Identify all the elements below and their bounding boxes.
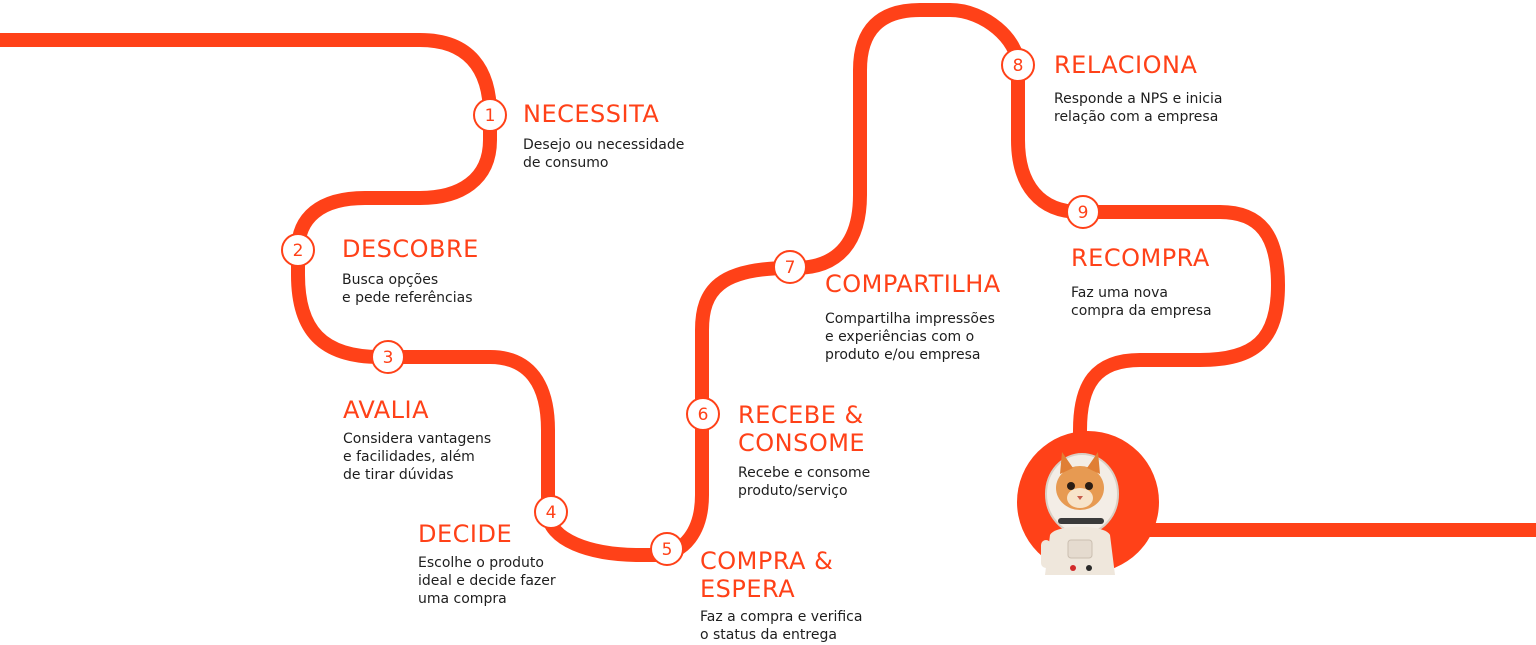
step-description: Faz uma nova compra da empresa (1071, 285, 1212, 319)
step-title: RELACIONA (1054, 51, 1198, 79)
step-marker-number: 7 (785, 258, 796, 278)
step-marker-circle (773, 250, 807, 284)
step-title: COMPARTILHA (825, 270, 1001, 298)
step-marker-2: 2 (281, 233, 315, 267)
step-description: Compartilha impressões e experiências co… (825, 311, 995, 363)
step-marker-8: 8 (1001, 48, 1035, 82)
step-marker-circle (473, 98, 507, 132)
step-marker-number: 6 (698, 405, 709, 425)
step-relaciona: RELACIONA Responde a NPS e inicia relaçã… (1054, 51, 1222, 126)
step-recompra: RECOMPRA Faz uma nova compra da empresa (1071, 244, 1212, 320)
step-avalia: AVALIA Considera vantagens e facilidades… (343, 396, 491, 484)
step-marker-5: 5 (650, 532, 684, 566)
step-description: Desejo ou necessidade de consumo (523, 137, 685, 171)
astronaut-cat-icon (1041, 452, 1119, 575)
step-title: DECIDE (418, 520, 513, 548)
step-description: Busca opções e pede referências (342, 272, 473, 306)
step-necessita: NECESSITA Desejo ou necessidade de consu… (523, 100, 684, 172)
step-description: Escolhe o produto ideal e decide fazer u… (418, 555, 556, 607)
step-title: RECEBE & CONSOME (738, 401, 866, 457)
step-marker-number: 1 (485, 106, 496, 126)
step-decide: DECIDE Escolhe o produto ideal e decide … (418, 520, 556, 608)
step-marker-1: 1 (473, 98, 507, 132)
step-marker-7: 7 (773, 250, 807, 284)
avatar (1017, 431, 1159, 575)
step-compartilha: COMPARTILHA Compartilha impressões e exp… (825, 270, 1001, 364)
step-marker-9: 9 (1066, 195, 1100, 229)
step-marker-number: 9 (1078, 203, 1089, 223)
step-description: Considera vantagens e facilidades, além … (343, 431, 492, 483)
step-descobre: DESCOBRE Busca opções e pede referências (342, 235, 479, 307)
step-marker-3: 3 (371, 340, 405, 374)
step-marker-number: 5 (662, 540, 673, 560)
journey-path (0, 3, 1285, 562)
step-title: NECESSITA (523, 100, 660, 128)
step-marker-circle (371, 340, 405, 374)
step-marker-number: 2 (293, 241, 304, 261)
step-marker-6: 6 (686, 397, 720, 431)
step-marker-circle (1001, 48, 1035, 82)
step-title: DESCOBRE (342, 235, 479, 263)
step-marker-circle (534, 495, 568, 529)
step-marker-number: 8 (1013, 56, 1024, 76)
step-compra-espera: COMPRA & ESPERA Faz a compra e verifica … (700, 547, 862, 644)
step-recebe-consome: RECEBE & CONSOME Recebe e consome produt… (738, 401, 870, 500)
step-description: Responde a NPS e inicia relação com a em… (1054, 91, 1223, 125)
step-marker-circle (686, 397, 720, 431)
step-marker-number: 4 (546, 503, 557, 523)
step-marker-circle (281, 233, 315, 267)
step-description: Recebe e consome produto/serviço (738, 465, 871, 499)
step-title: AVALIA (343, 396, 430, 424)
step-marker-4: 4 (534, 495, 568, 529)
step-title: COMPRA & ESPERA (700, 547, 834, 603)
step-marker-number: 3 (383, 348, 394, 368)
step-title: RECOMPRA (1071, 244, 1210, 272)
step-marker-circle (650, 532, 684, 566)
step-marker-circle (1066, 195, 1100, 229)
step-description: Faz a compra e verifica o status da entr… (700, 609, 863, 643)
